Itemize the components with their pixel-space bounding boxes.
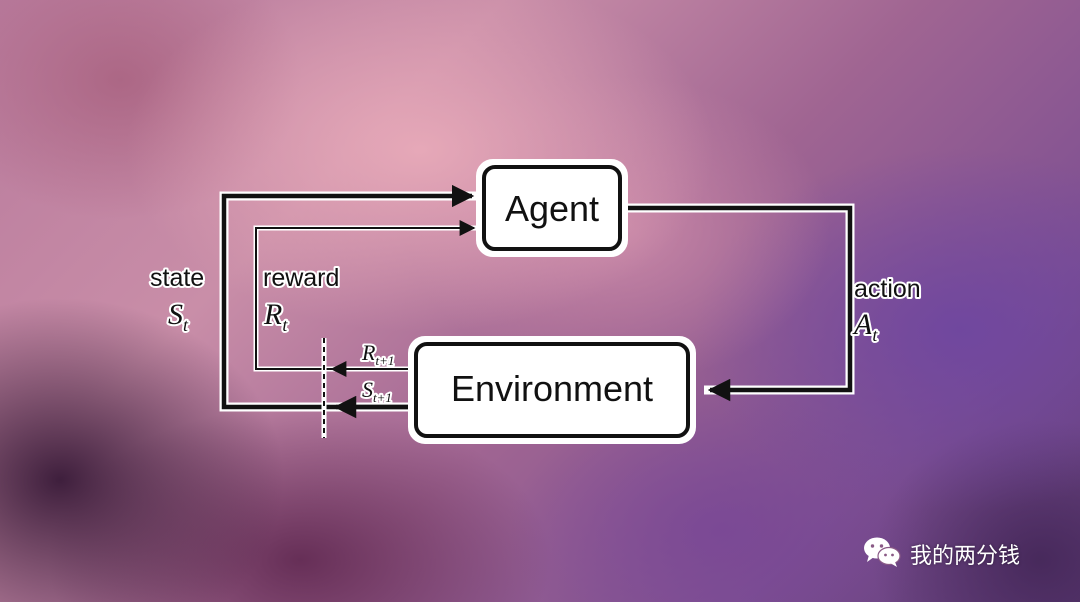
environment-node: Environment [408,336,696,444]
reward-word-label: reward [263,264,339,292]
agent-label: Agent [505,188,599,229]
agent-node: Agent [476,159,628,257]
wechat-icon [862,535,902,574]
watermark-text: 我的两分钱 [910,544,1021,569]
next-reward-label: Rt+1 [361,340,394,368]
next-state-label: St+1 [362,377,392,405]
reward-symbol-label: Rt [263,298,288,335]
state-symbol-label: St [168,298,189,335]
action-symbol-label: At [852,308,878,345]
action-arrow [626,203,855,402]
environment-label: Environment [451,368,653,409]
action-word-label: action [854,275,921,303]
watermark: 我的两分钱 [862,537,1020,571]
state-arrow [219,184,478,412]
state-word-label: state [150,264,204,292]
